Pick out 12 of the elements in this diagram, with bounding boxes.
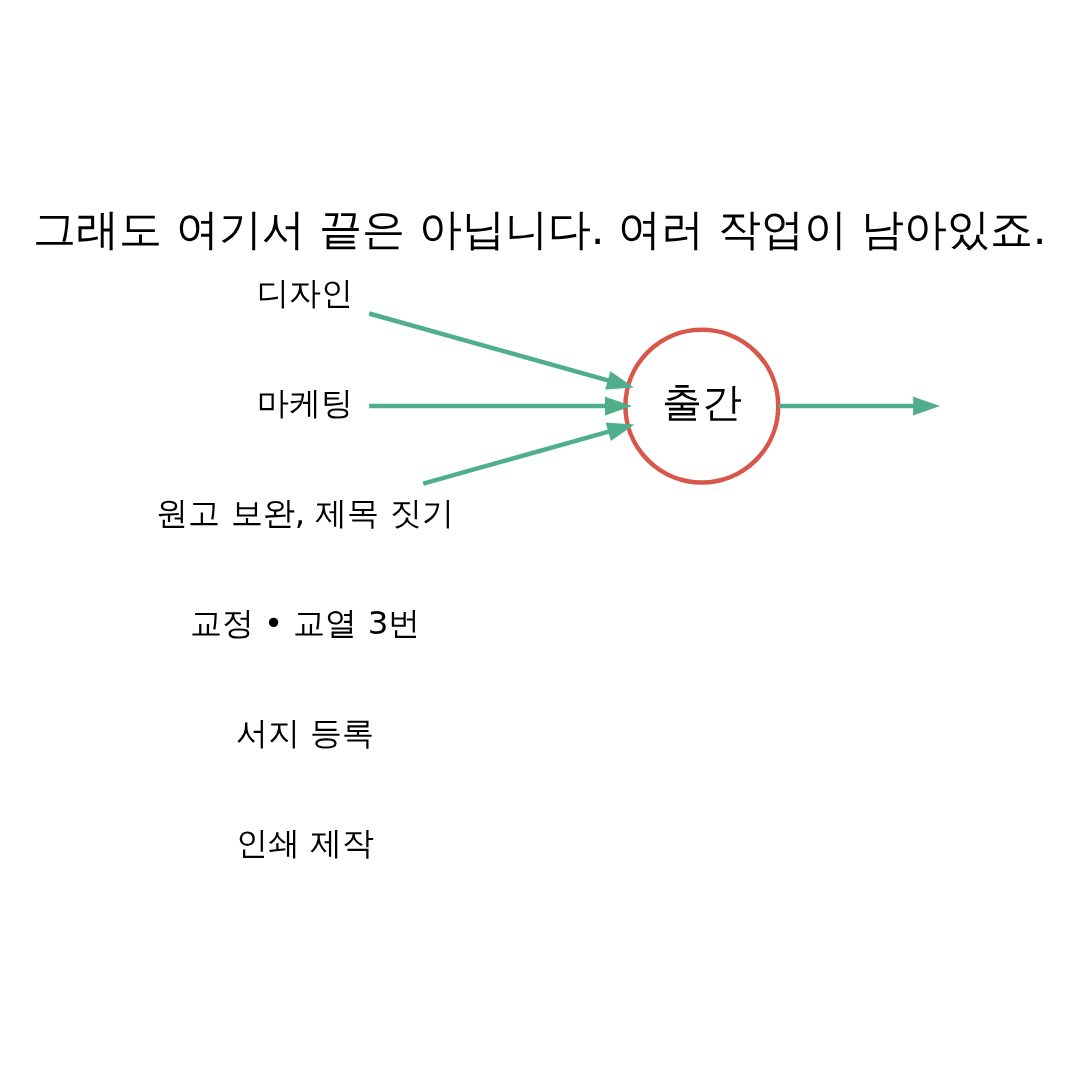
node-text: 서지 등록 xyxy=(235,713,375,752)
node-text: 인쇄 제작 xyxy=(235,823,375,862)
node-text: 디자인 xyxy=(257,273,354,312)
node-text: 원고 보완, 제목 짓기 xyxy=(156,493,454,532)
arrow xyxy=(368,310,634,389)
arrow xyxy=(369,396,633,416)
arrow xyxy=(422,422,635,486)
node-text: 마케팅 xyxy=(257,383,354,422)
arrow xyxy=(778,396,941,416)
node-text: 교정 • 교열 3번 xyxy=(189,603,421,642)
diagram-title: 그래도 여기서 끝은 아닙니다. 여러 작업이 남아있죠. xyxy=(33,203,1047,254)
node-circle: 출간 xyxy=(623,326,781,485)
